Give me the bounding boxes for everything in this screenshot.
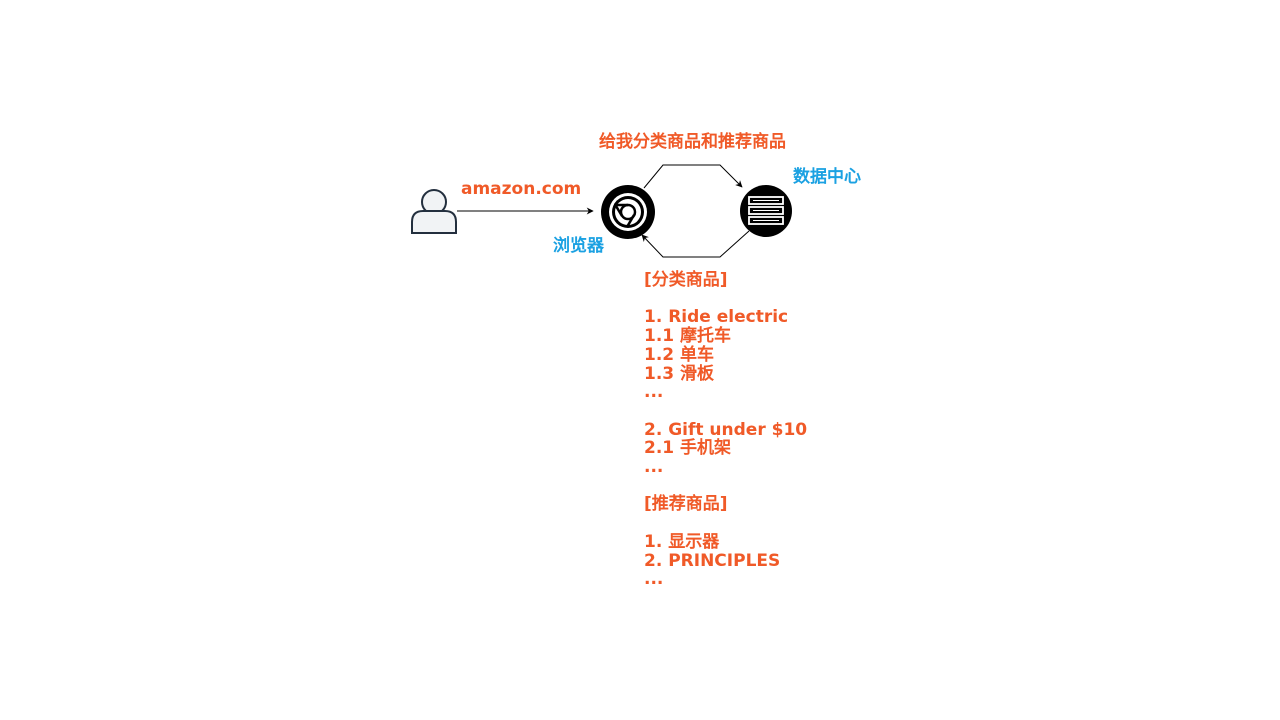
blank-line	[644, 290, 807, 309]
browser-label: 浏览器	[553, 236, 604, 256]
edge-datacenter-to-browser	[641, 230, 750, 258]
response-line: 2. PRINCIPLES	[644, 550, 781, 571]
response-line: 1. Ride electric	[644, 307, 789, 328]
response-line: 1.2 单车	[644, 344, 715, 365]
chrome-icon	[601, 185, 655, 239]
response-line: ...	[644, 457, 664, 478]
server-icon	[740, 185, 792, 237]
edge-label-browser-to-datacenter: 给我分类商品和推荐商品	[599, 132, 786, 152]
response-line: [分类商品]	[644, 270, 728, 290]
blank-line	[644, 477, 807, 496]
response-line: ...	[644, 382, 664, 403]
edge-browser-to-datacenter	[643, 164, 743, 189]
response-line: [推荐商品]	[644, 494, 728, 515]
user-icon	[411, 189, 457, 234]
response-line: 2.1 手机架	[644, 438, 732, 459]
response-line: 1.3 滑板	[644, 363, 715, 384]
datacenter-label: 数据中心	[793, 167, 861, 187]
response-line: 1. 显示器	[644, 531, 720, 552]
response-line: ...	[644, 569, 664, 590]
edge-label-user-to-browser: amazon.com	[461, 179, 582, 199]
response-line: 1.1 摩托车	[644, 326, 732, 347]
blank-line	[644, 402, 807, 421]
response-line: 2. Gift under $10	[644, 419, 808, 440]
blank-line	[644, 514, 807, 533]
